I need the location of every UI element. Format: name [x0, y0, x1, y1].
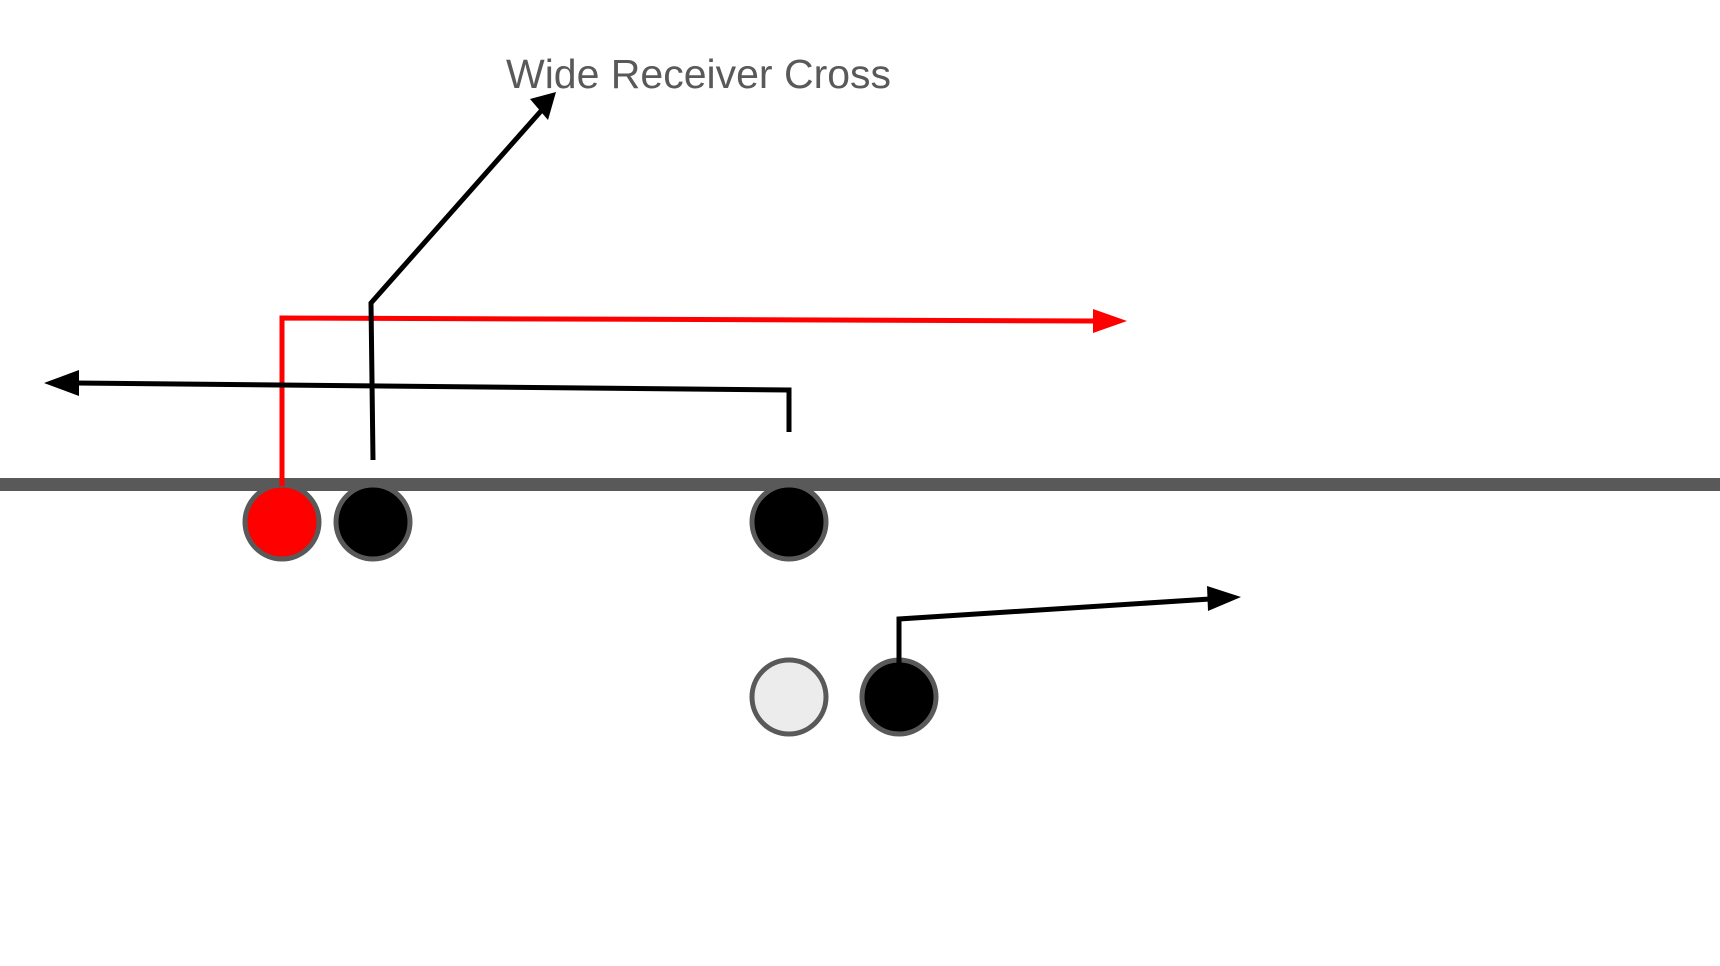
- line-of-scrimmage: [0, 478, 1720, 491]
- player-wide-receiver: [333, 482, 413, 562]
- center-route-arrowhead-icon: [44, 370, 79, 396]
- cross-route-arrowhead-icon: [1093, 309, 1127, 333]
- center-route-line: [74, 380, 792, 432]
- cross-route-line: [279, 315, 1096, 478]
- player-running-back: [859, 657, 939, 737]
- flat-route-arrowhead-icon: [1207, 586, 1241, 611]
- players: [242, 482, 939, 737]
- player-highlighted-receiver: [242, 482, 322, 562]
- post-route-arrowhead-icon: [530, 92, 556, 120]
- play-title: Wide Receiver Cross: [506, 51, 891, 97]
- flat-route-line: [896, 596, 1211, 660]
- post-route-line: [368, 109, 543, 461]
- player-quarterback: [749, 657, 829, 737]
- routes: [44, 92, 1241, 660]
- player-center: [749, 482, 829, 562]
